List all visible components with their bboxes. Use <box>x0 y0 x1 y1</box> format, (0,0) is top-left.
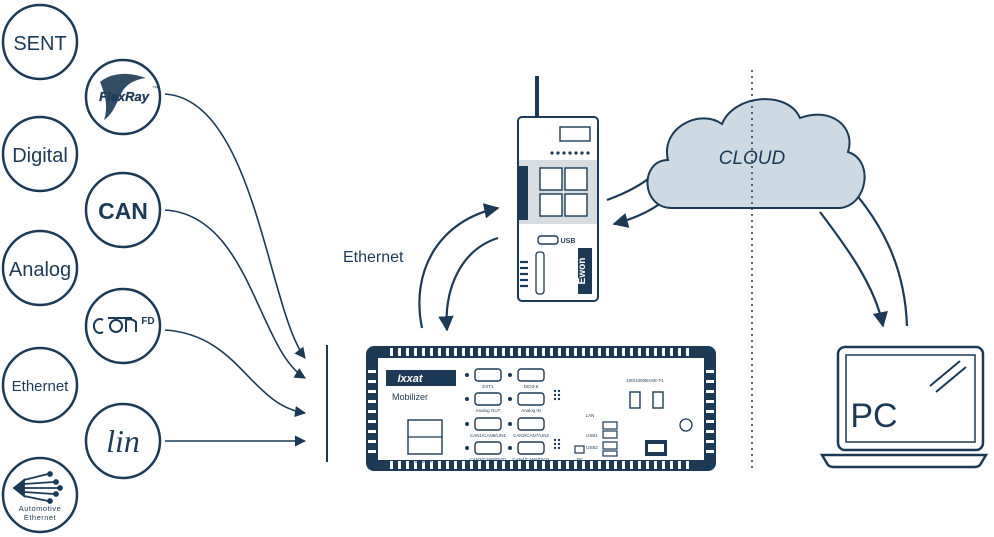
ewon-brand: Ewon <box>577 258 588 285</box>
flexray-label: FlexRay <box>99 89 150 104</box>
analog-label: Analog <box>9 259 71 281</box>
ewon-to-mobilizer-arrow <box>438 236 499 332</box>
protocol-ethernet-circle: Ethernet <box>1 346 79 424</box>
cloud-shape: CLOUD <box>646 98 866 209</box>
lan-label: LAN <box>586 413 595 418</box>
ethercat-label: EtherCAT <box>415 459 435 464</box>
mobilizer-device: Ixxat Mobilizer EtherCAT EXT1 DIO3-6 Ana… <box>366 346 716 471</box>
protocol-canfd-circle: FD <box>84 287 162 365</box>
dsub-ports <box>474 368 545 455</box>
port-can2-label: CAN2/CAN7/LIN2 <box>513 433 550 438</box>
mobilizer-model: Mobilizer <box>392 392 428 402</box>
ewon-router: USB Ewon <box>517 76 599 302</box>
cloud-label: CLOUD <box>719 148 786 169</box>
pc-label: PC <box>850 397 897 435</box>
ewon-usb-label: USB <box>561 238 576 245</box>
ewon-side-bar <box>518 166 528 220</box>
lin-label: lin <box>106 423 140 459</box>
protocol-arrows <box>164 93 307 447</box>
flexray-tm: ™ <box>152 85 158 92</box>
status-leds <box>465 373 561 450</box>
pc-laptop-icon: PC <box>819 345 989 469</box>
usb-ports <box>574 421 618 457</box>
cloud-to-pc-arrow <box>819 211 888 328</box>
canfd-arrow <box>164 329 307 418</box>
usb2-label: USB2 <box>586 445 598 450</box>
port-can4-label: CAN4/CAN6/DIO2 <box>512 457 550 462</box>
port-can3-label: CAN3/CAN8/DIO1 <box>469 457 507 462</box>
usb1-label: USB1 <box>586 433 598 438</box>
ethernet-link-label: Ethernet <box>343 249 404 266</box>
protocol-flexray-circle: FlexRay ™ <box>84 58 162 136</box>
port-analog-out-label: Analog OUT <box>476 408 501 413</box>
pc-port-label: PC <box>577 457 584 462</box>
ewon-usb-port <box>537 235 559 245</box>
eth-t1-label: 100/1000BASE-T1 <box>626 378 664 383</box>
protocol-sent-circle: SENT <box>1 3 79 81</box>
protocol-can-circle: CAN <box>84 171 162 249</box>
flexray-ray-icon <box>100 73 146 120</box>
automotive-ethernet-icon <box>12 471 63 504</box>
ewon-ports <box>539 167 588 217</box>
mobilizer-vents <box>368 348 714 469</box>
ethernet-protocol-label: Ethernet <box>12 378 70 395</box>
protocol-automotive-ethernet-circle: Automotive Ethernet <box>1 456 79 534</box>
automotive-ethernet-line2: Ethernet <box>24 513 57 522</box>
port-ext1-label: EXT1 <box>482 384 494 389</box>
protocol-lin-circle: lin <box>84 402 162 480</box>
port-can1-label: CAN1/CAN5/LIN1 <box>470 433 507 438</box>
port-analog-in-label: Analog IN <box>521 408 541 413</box>
can-arrow <box>164 209 306 379</box>
mobilizer-to-ewon-arrow <box>418 203 500 329</box>
ground-screw <box>679 418 693 432</box>
can-label: CAN <box>98 198 148 224</box>
protocol-digital-circle: Digital <box>1 115 79 193</box>
digital-label: Digital <box>12 145 68 167</box>
port-dio36-label: DIO3-6 <box>524 384 539 389</box>
flexray-arrow <box>164 93 306 359</box>
canfd-fd-label: FD <box>141 316 154 327</box>
ixxat-logo-plate <box>386 370 456 386</box>
automotive-ethernet-line1: Automotive <box>19 504 62 513</box>
can-logo-icon <box>92 317 137 334</box>
sent-label: SENT <box>13 33 66 55</box>
ixxat-brand: Ixxat <box>397 373 423 385</box>
ewon-vents <box>520 260 528 288</box>
protocol-analog-circle: Analog <box>1 229 79 307</box>
t1-ports <box>629 391 664 409</box>
ewon-leds <box>550 151 590 155</box>
ewon-brand-plate <box>578 248 592 294</box>
